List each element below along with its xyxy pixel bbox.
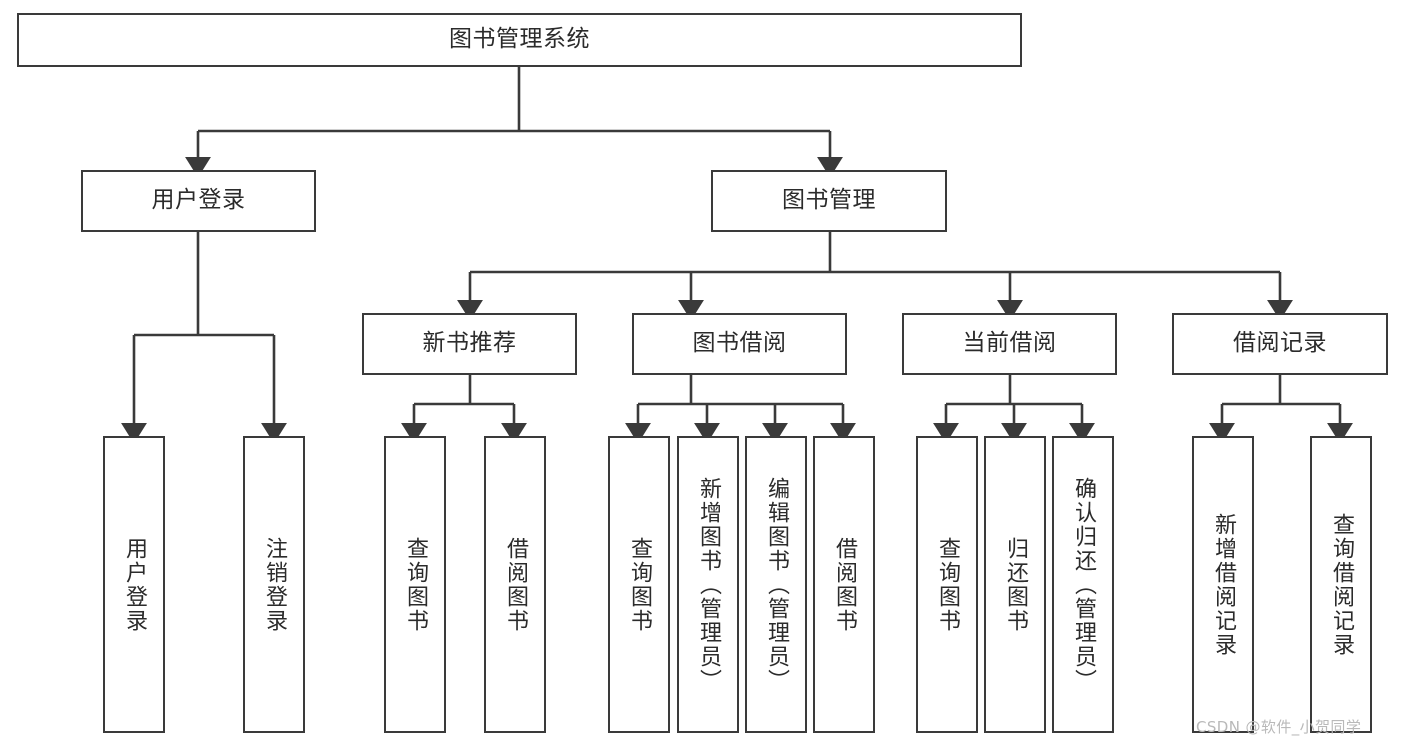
leaf-current-borrow-confirm-return-admin[interactable]: 确认归还（管理员） (1052, 436, 1114, 733)
csdn-watermark: CSDN @软件_小贺同学 (1196, 718, 1362, 736)
leaf-book-borrow-query-books[interactable]: 查询图书 (608, 436, 670, 733)
node-label: 借阅图书 (832, 536, 857, 633)
node-root-book-management-system[interactable]: 图书管理系统 (17, 13, 1022, 67)
node-book-management[interactable]: 图书管理 (711, 170, 947, 232)
node-label: 新书推荐 (422, 330, 517, 357)
node-label: 图书管理 (782, 187, 876, 214)
leaf-borrow-record-query-record[interactable]: 查询借阅记录 (1310, 436, 1372, 733)
node-label: 当前借阅 (962, 330, 1057, 357)
leaf-current-borrow-return-books[interactable]: 归还图书 (984, 436, 1046, 733)
node-new-book-recommendation[interactable]: 新书推荐 (362, 313, 577, 375)
node-label: 查询借阅记录 (1329, 512, 1354, 657)
node-label: 查询图书 (627, 536, 652, 633)
node-book-borrowing[interactable]: 图书借阅 (632, 313, 847, 375)
leaf-user-login-sign-out[interactable]: 注销登录 (243, 436, 305, 733)
node-borrowing-record[interactable]: 借阅记录 (1172, 313, 1388, 375)
node-label: 图书借阅 (692, 330, 787, 357)
leaf-borrow-record-add-record[interactable]: 新增借阅记录 (1192, 436, 1254, 733)
node-label: 图书管理系统 (449, 26, 590, 53)
node-label: 借阅记录 (1233, 330, 1327, 357)
node-label: 查询图书 (403, 536, 428, 633)
node-label: 借阅图书 (503, 536, 528, 633)
node-label: 新增借阅记录 (1211, 512, 1236, 657)
node-user-login[interactable]: 用户登录 (81, 170, 316, 232)
node-current-borrowing[interactable]: 当前借阅 (902, 313, 1117, 375)
node-label: 查询图书 (935, 536, 960, 633)
node-label: 用户登录 (122, 536, 147, 633)
leaf-user-login-sign-in[interactable]: 用户登录 (103, 436, 165, 733)
node-label: 注销登录 (262, 536, 287, 633)
leaf-new-book-query-books[interactable]: 查询图书 (384, 436, 446, 733)
node-label: 确认归还（管理员） (1071, 476, 1096, 693)
node-label: 新增图书（管理员） (696, 476, 721, 693)
leaf-book-borrow-borrow-books[interactable]: 借阅图书 (813, 436, 875, 733)
leaf-current-borrow-query-books[interactable]: 查询图书 (916, 436, 978, 733)
node-label: 编辑图书（管理员） (764, 476, 789, 693)
node-label: 归还图书 (1003, 536, 1028, 633)
node-label: 用户登录 (151, 187, 246, 214)
leaf-book-borrow-add-book-admin[interactable]: 新增图书（管理员） (677, 436, 739, 733)
leaf-new-book-borrow-books[interactable]: 借阅图书 (484, 436, 546, 733)
leaf-book-borrow-edit-book-admin[interactable]: 编辑图书（管理员） (745, 436, 807, 733)
